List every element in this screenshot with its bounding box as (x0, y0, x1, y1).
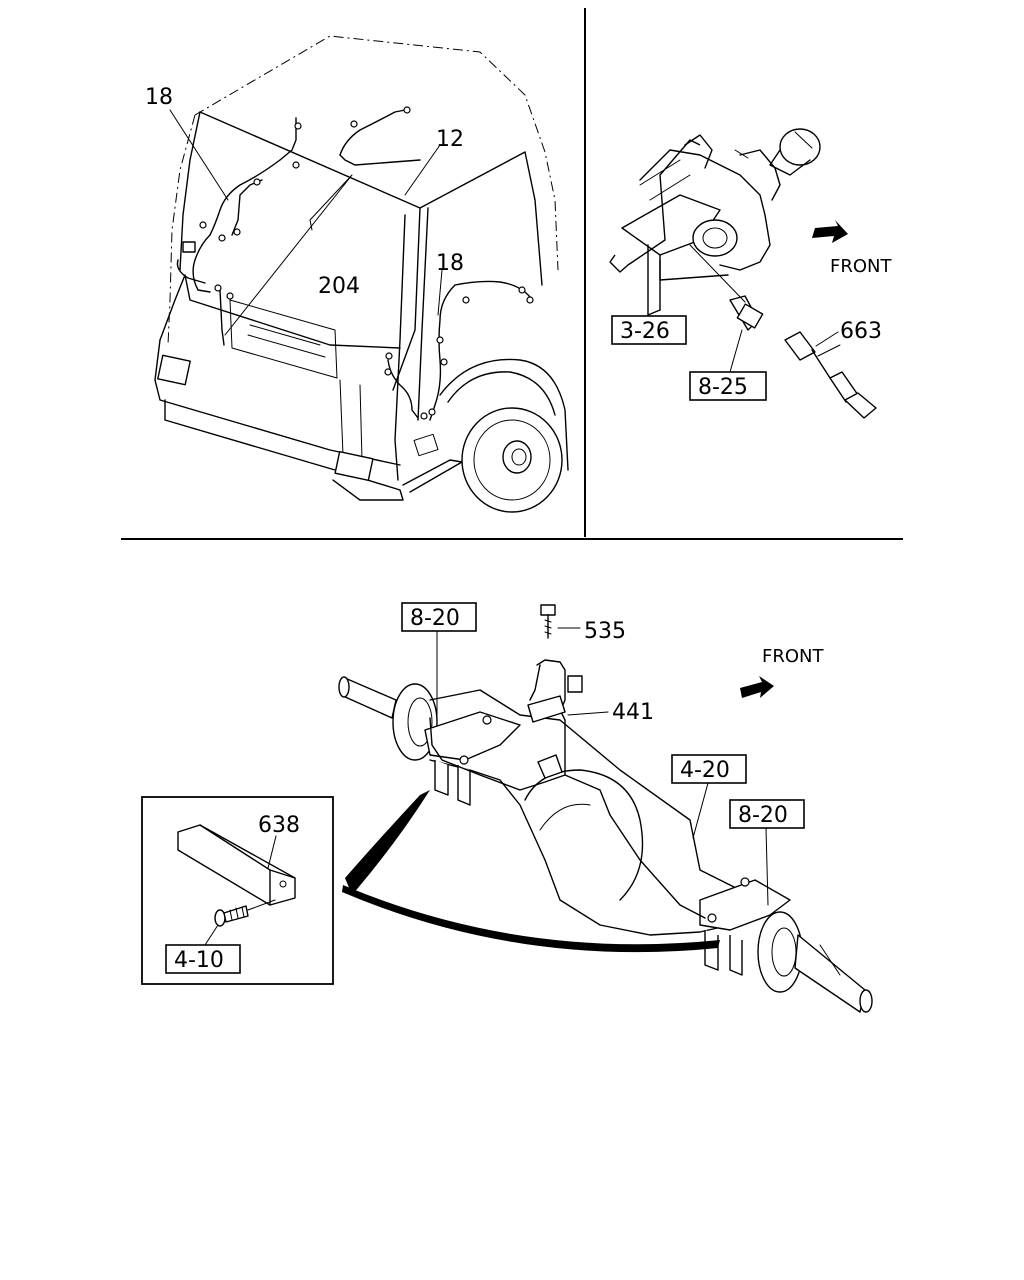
ref-box-3-26 (611, 315, 687, 345)
front-indicator-top: FRONT (830, 256, 892, 277)
callout-8-20-right: 8-20 (738, 803, 788, 828)
callout-18-right: 18 (436, 251, 464, 276)
callout-4-10: 4-10 (174, 948, 224, 973)
ref-box-8-25 (689, 371, 767, 401)
callout-12: 12 (436, 127, 464, 152)
ref-box-4-10 (165, 944, 241, 974)
callout-8-25: 8-25 (698, 375, 748, 400)
front-indicator-bottom: FRONT (762, 646, 824, 667)
callout-638: 638 (258, 813, 300, 838)
pressure-switch-drawing: FRONT 3-26 663 8-25 (609, 128, 892, 419)
harness-connectors (182, 106, 534, 420)
panel-dividers (121, 8, 903, 540)
ref-box-8-20-left (401, 602, 477, 632)
inset-bracket-detail: 638 4-10 (141, 796, 334, 985)
callout-535: 535 (584, 619, 626, 644)
callout-4-20: 4-20 (680, 758, 730, 783)
callout-204: 204 (318, 274, 360, 299)
callout-3-26: 3-26 (620, 319, 670, 344)
callout-663: 663 (840, 319, 882, 344)
callout-8-20-left: 8-20 (410, 606, 460, 631)
callout-18-left: 18 (145, 85, 173, 110)
truck-cab-drawing: 18 12 204 18 (145, 35, 569, 513)
ref-box-4-20 (671, 754, 747, 784)
rear-axle-drawing: FRONT 8-20 535 441 4-20 8-20 (338, 602, 873, 1013)
ref-box-8-20-right (729, 799, 805, 829)
callout-441: 441 (612, 700, 654, 725)
